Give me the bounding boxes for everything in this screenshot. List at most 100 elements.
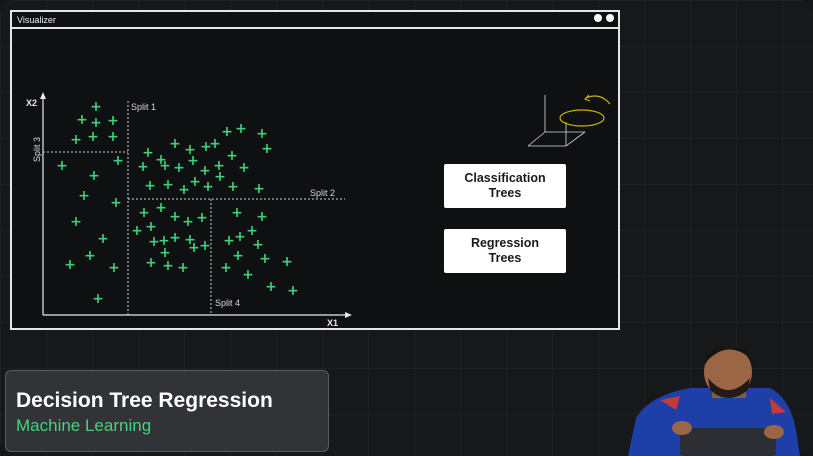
data-point-plus: + bbox=[107, 129, 119, 145]
jacket-stripe bbox=[770, 398, 786, 414]
data-point-plus: + bbox=[159, 245, 171, 261]
regression-trees-card: Regression Trees bbox=[444, 229, 566, 273]
data-point-plus: + bbox=[90, 115, 102, 131]
data-point-plus: + bbox=[162, 258, 174, 274]
data-point-plus: + bbox=[184, 142, 196, 158]
data-point-plus: + bbox=[256, 209, 268, 225]
regression-trees-label: Regression Trees bbox=[470, 236, 540, 265]
data-point-plus: + bbox=[234, 229, 246, 245]
data-point-plus: + bbox=[112, 153, 124, 169]
data-point-plus: + bbox=[97, 231, 109, 247]
presenter-hand bbox=[672, 421, 692, 435]
data-point-plus: + bbox=[253, 181, 265, 197]
data-point-plus: + bbox=[223, 233, 235, 249]
x-axis-arrow-icon bbox=[345, 312, 352, 318]
data-point-plus: + bbox=[159, 158, 171, 174]
data-point-plus: + bbox=[158, 233, 170, 249]
data-point-plus: + bbox=[70, 132, 82, 148]
data-point-plus: + bbox=[56, 158, 68, 174]
data-point-plus: + bbox=[235, 121, 247, 137]
window-dot-icon[interactable] bbox=[594, 14, 602, 22]
data-point-plus: + bbox=[107, 113, 119, 129]
data-point-plus: + bbox=[199, 238, 211, 254]
data-point-plus: + bbox=[209, 136, 221, 152]
data-point-plus: + bbox=[259, 251, 271, 267]
data-point-plus: + bbox=[214, 169, 226, 185]
data-point-plus: + bbox=[189, 174, 201, 190]
data-point-plus: + bbox=[178, 182, 190, 198]
rotation-sketch-icon bbox=[527, 94, 611, 147]
split-label: Split 2 bbox=[310, 188, 335, 198]
split-label: Split 1 bbox=[131, 102, 156, 112]
data-point-plus: + bbox=[145, 255, 157, 271]
data-point-plus: + bbox=[177, 260, 189, 276]
data-point-plus: + bbox=[287, 283, 299, 299]
data-point-plus: + bbox=[138, 205, 150, 221]
data-point-plus: + bbox=[169, 209, 181, 225]
data-point-plus: + bbox=[64, 257, 76, 273]
data-point-plus: + bbox=[169, 136, 181, 152]
data-point-plus: + bbox=[76, 112, 88, 128]
split-label: Split 4 bbox=[215, 298, 240, 308]
presenter-face bbox=[704, 346, 752, 398]
window-titlebar: Visualizer bbox=[12, 12, 618, 29]
data-point-plus: + bbox=[110, 195, 122, 211]
data-point-plus: + bbox=[246, 223, 258, 239]
data-point-plus: + bbox=[196, 210, 208, 226]
data-point-plus: + bbox=[131, 223, 143, 239]
data-point-plus: + bbox=[108, 260, 120, 276]
window-controls bbox=[594, 14, 614, 22]
data-point-plus: + bbox=[87, 129, 99, 145]
data-point-plus: + bbox=[92, 291, 104, 307]
data-point-plus: + bbox=[70, 214, 82, 230]
data-point-plus: + bbox=[202, 179, 214, 195]
data-point-plus: + bbox=[227, 179, 239, 195]
data-point-plus: + bbox=[137, 159, 149, 175]
x-axis-label: X1 bbox=[327, 318, 338, 328]
laptop-icon bbox=[680, 428, 776, 456]
data-point-plus: + bbox=[232, 248, 244, 264]
data-point-plus: + bbox=[252, 237, 264, 253]
data-point-plus: + bbox=[261, 141, 273, 157]
presenter-beard bbox=[708, 378, 750, 398]
window-title: Visualizer bbox=[17, 14, 56, 25]
data-point-plus: + bbox=[144, 178, 156, 194]
data-point-plus: + bbox=[155, 200, 167, 216]
data-point-plus: + bbox=[238, 160, 250, 176]
data-point-plus: + bbox=[226, 148, 238, 164]
data-point-plus: + bbox=[220, 260, 232, 276]
data-point-plus: + bbox=[84, 248, 96, 264]
data-point-plus: + bbox=[200, 139, 212, 155]
data-point-plus: + bbox=[265, 279, 277, 295]
y-axis-arrow-icon bbox=[40, 92, 46, 99]
jacket-stripe bbox=[660, 396, 680, 410]
data-point-plus: + bbox=[88, 168, 100, 184]
data-point-plus: + bbox=[169, 230, 181, 246]
presenter-hand bbox=[764, 425, 784, 439]
classification-trees-card: Classification Trees bbox=[444, 164, 566, 208]
data-point-plus: + bbox=[78, 188, 90, 204]
data-point-plus: + bbox=[231, 205, 243, 221]
data-point-plus: + bbox=[173, 160, 185, 176]
lower-third-banner: Decision Tree Regression Machine Learnin… bbox=[5, 370, 329, 452]
data-point-plus: + bbox=[242, 267, 254, 283]
data-point-plus: + bbox=[213, 158, 225, 174]
data-point-plus: + bbox=[221, 124, 233, 140]
data-point-plus: + bbox=[155, 152, 167, 168]
video-subtitle: Machine Learning bbox=[16, 416, 152, 435]
video-title: Decision Tree Regression bbox=[16, 389, 273, 412]
data-point-plus: + bbox=[188, 240, 200, 256]
window-dot-icon[interactable] bbox=[606, 14, 614, 22]
data-point-plus: + bbox=[184, 232, 196, 248]
data-point-plus: + bbox=[90, 99, 102, 115]
data-point-plus: + bbox=[256, 126, 268, 142]
data-point-plus: + bbox=[199, 163, 211, 179]
data-points: ++++++++++++++++++++++++++++++++++++++++… bbox=[56, 99, 299, 307]
data-point-plus: + bbox=[148, 234, 160, 250]
y-axis-label: X2 bbox=[26, 98, 37, 108]
data-point-plus: + bbox=[281, 254, 293, 270]
data-point-plus: + bbox=[182, 214, 194, 230]
split-label: Split 3 bbox=[32, 137, 42, 162]
